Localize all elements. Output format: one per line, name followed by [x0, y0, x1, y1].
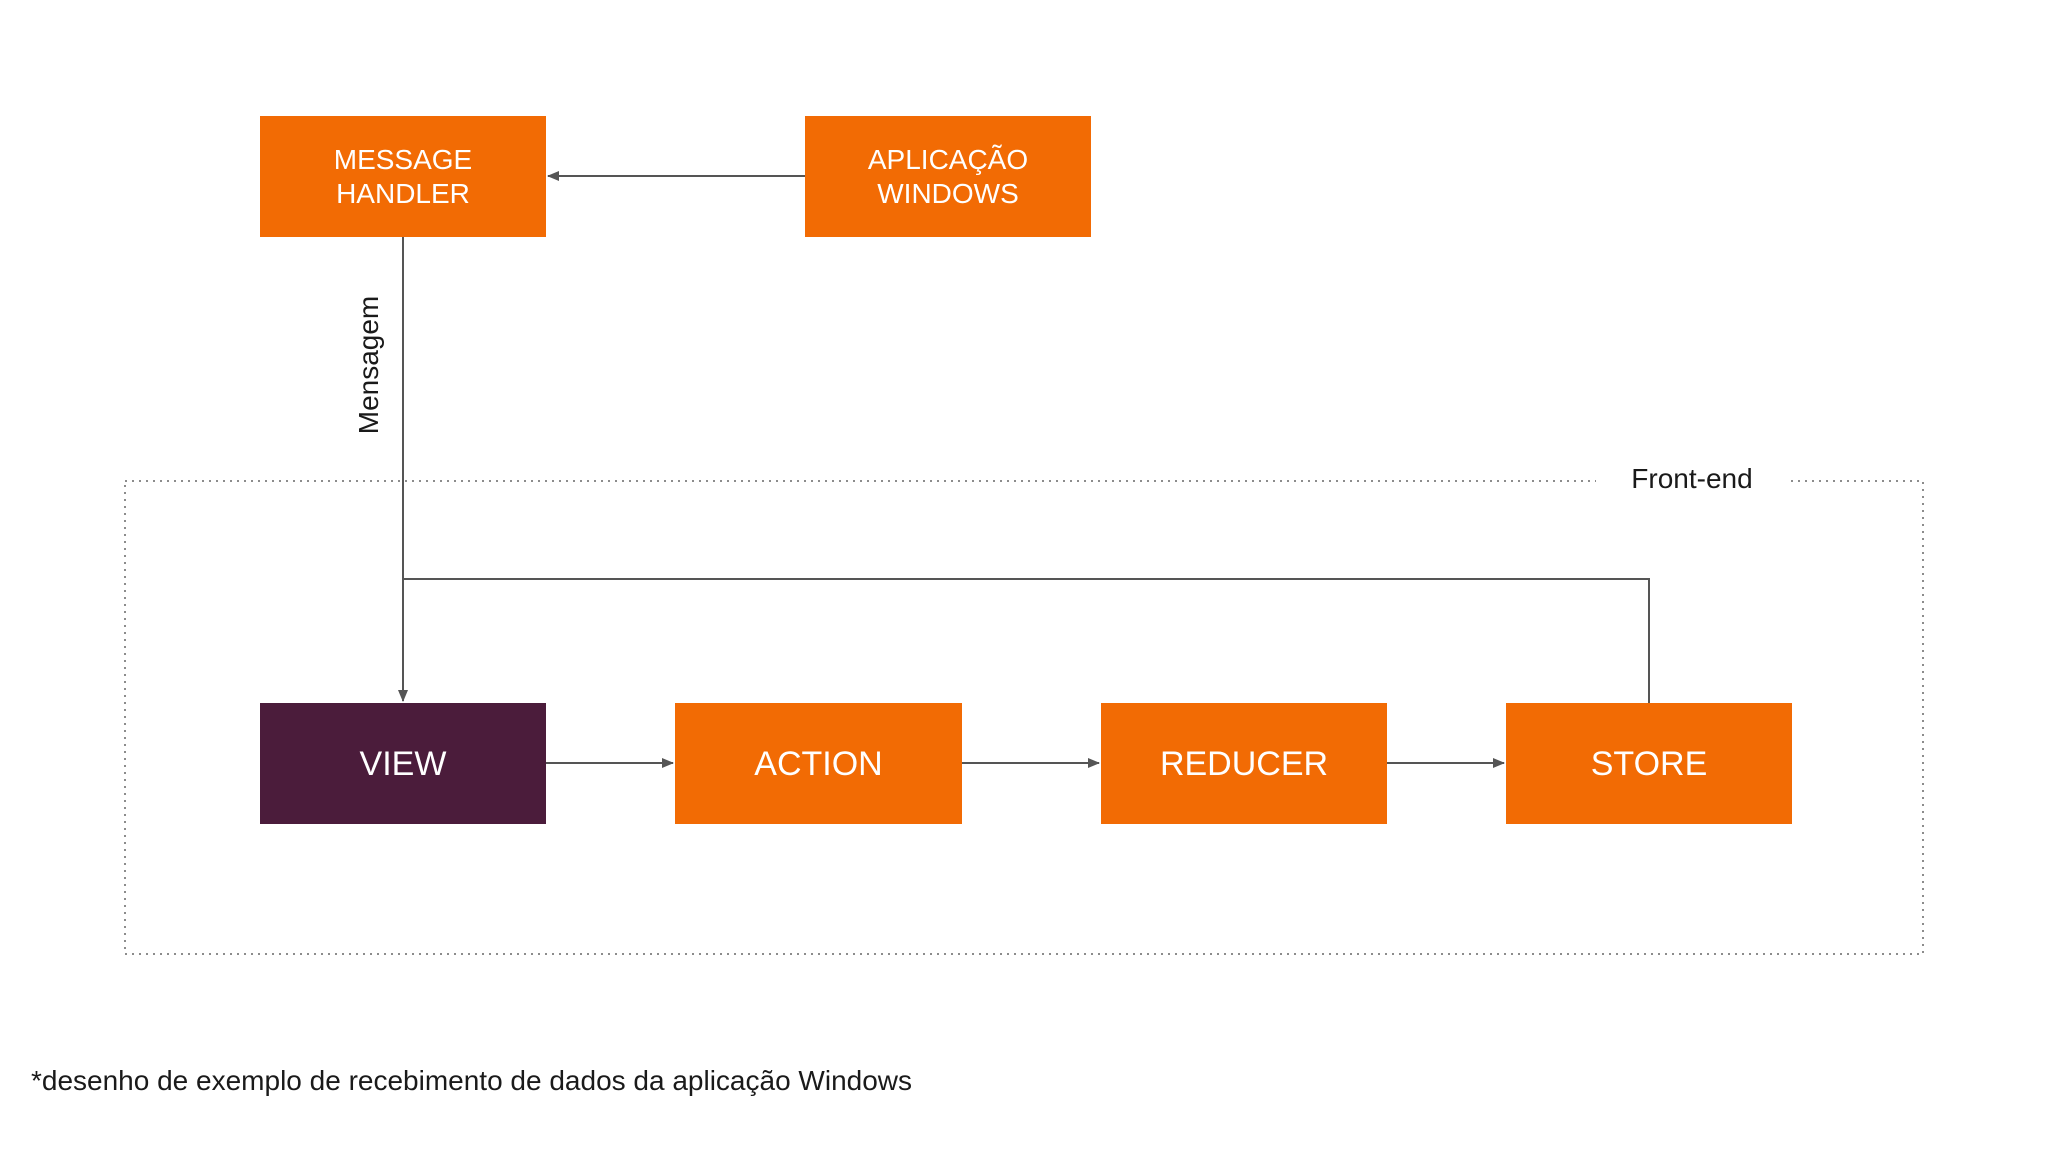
aplicacao-windows-label-line1: APLICAÇÃO [867, 143, 1029, 175]
message-handler-node: MESSAGE HANDLER [260, 116, 546, 237]
mensagem-edge-label-text: Mensagem [353, 295, 384, 435]
front-end-group-label: Front-end [1596, 462, 1788, 496]
store-node: STORE [1506, 703, 1792, 824]
reducer-node: REDUCER [1101, 703, 1387, 824]
front-end-group-border [124, 480, 1924, 955]
aplicacao-windows-label-line2: WINDOWS [877, 177, 1019, 209]
action-node: ACTION [675, 703, 962, 824]
view-node: VIEW [260, 703, 546, 824]
aplicacao-windows-node: APLICAÇÃO WINDOWS [805, 116, 1091, 237]
message-handler-label-line1: MESSAGE [333, 143, 473, 175]
message-handler-label-line2: HANDLER [336, 177, 470, 209]
action-label: ACTION [754, 744, 883, 783]
view-label: VIEW [359, 744, 447, 783]
store-label: STORE [1590, 744, 1708, 783]
edge-store-to-view [403, 578, 1650, 703]
footnote: *desenho de exemplo de recebimento de da… [31, 1065, 913, 1096]
reducer-label: REDUCER [1159, 744, 1329, 783]
